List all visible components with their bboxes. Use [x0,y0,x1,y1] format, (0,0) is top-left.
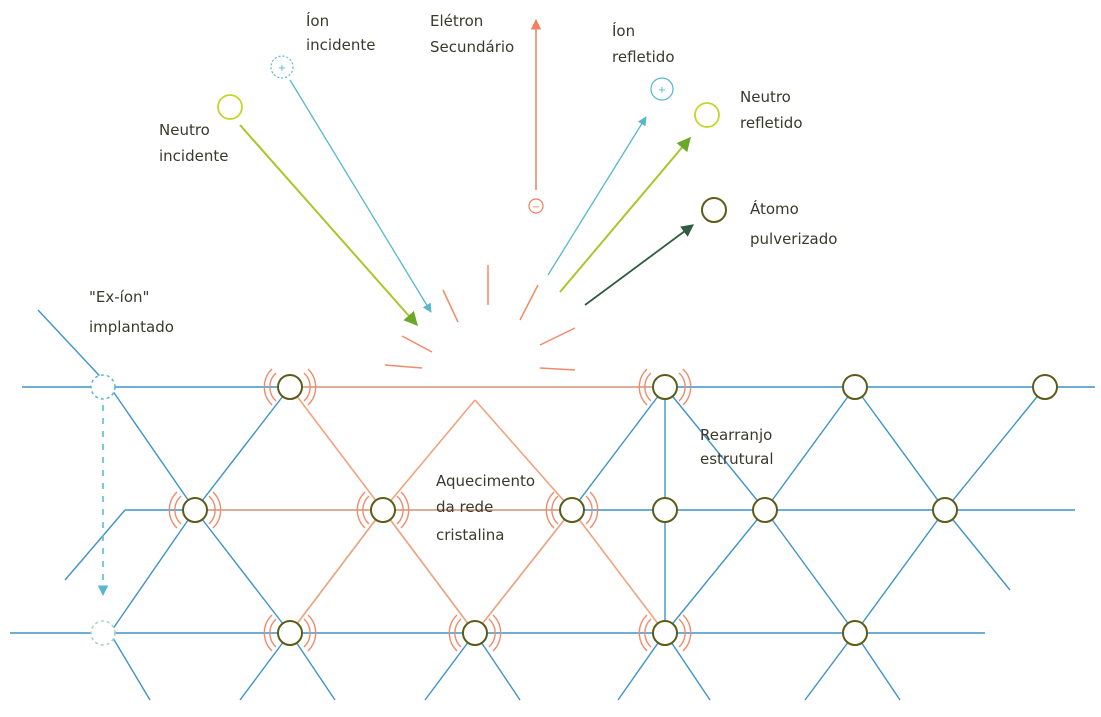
label-ion-incident: Íon incidente [306,11,375,54]
label-lattice-heating: Aquecimento da rede cristalina [436,472,540,544]
label-ion-reflected: Íon refletido [612,21,675,66]
atom [652,374,678,400]
lattice-atoms [182,374,1058,646]
sputtered-atom-circle [701,197,727,223]
incident-neutral-circle [217,94,243,120]
reflected-neutral-arrow [559,136,691,293]
atom [462,620,488,646]
atom [932,497,958,523]
atom [652,497,678,523]
sputtered-atom-arrow [584,224,695,306]
atom [370,497,396,523]
label-neutral-incident: Neutro incidente [159,121,228,165]
atom [842,620,868,646]
reflected-neutral [559,102,720,293]
atom [842,374,868,400]
reflected-ion-arrow [547,116,647,276]
label-structural-rearrangement: Rearranjo estrutural [700,426,777,468]
reflected-ion-circle [650,77,674,101]
secondary-electron: − [528,18,544,214]
atom [182,497,208,523]
atom [277,620,303,646]
incident-ion-arrow [289,79,432,313]
minus-sign: − [532,202,540,213]
atom [559,497,585,523]
label-implanted-ion: "Ex-íon" implantado [89,288,174,336]
electron-circle [528,198,544,214]
atom [1032,374,1058,400]
incident-neutral-arrow [239,124,418,327]
atom [652,620,678,646]
label-sputtered-atom: Átomo pulverizado [750,199,837,248]
reflected-ion: + [547,77,674,276]
label-secondary-electron: Elétron Secundário [430,12,514,56]
reflected-neutral-circle [694,102,720,128]
sputtered-atom [584,197,727,306]
incident-neutral [217,94,418,327]
impact-burst [384,265,576,371]
plus-sign: + [278,63,286,74]
label-neutral-reflected: Neutro refletido [740,88,803,132]
implanted-ion-original [90,374,116,400]
implanted-ion-group [90,374,116,646]
incident-ion: + [270,55,432,313]
incident-ion-circle [270,55,294,79]
atom [277,374,303,400]
atom [752,497,778,523]
implanted-ion-final [90,620,116,646]
plus-sign: + [658,85,666,96]
heat-arcs [168,368,692,652]
